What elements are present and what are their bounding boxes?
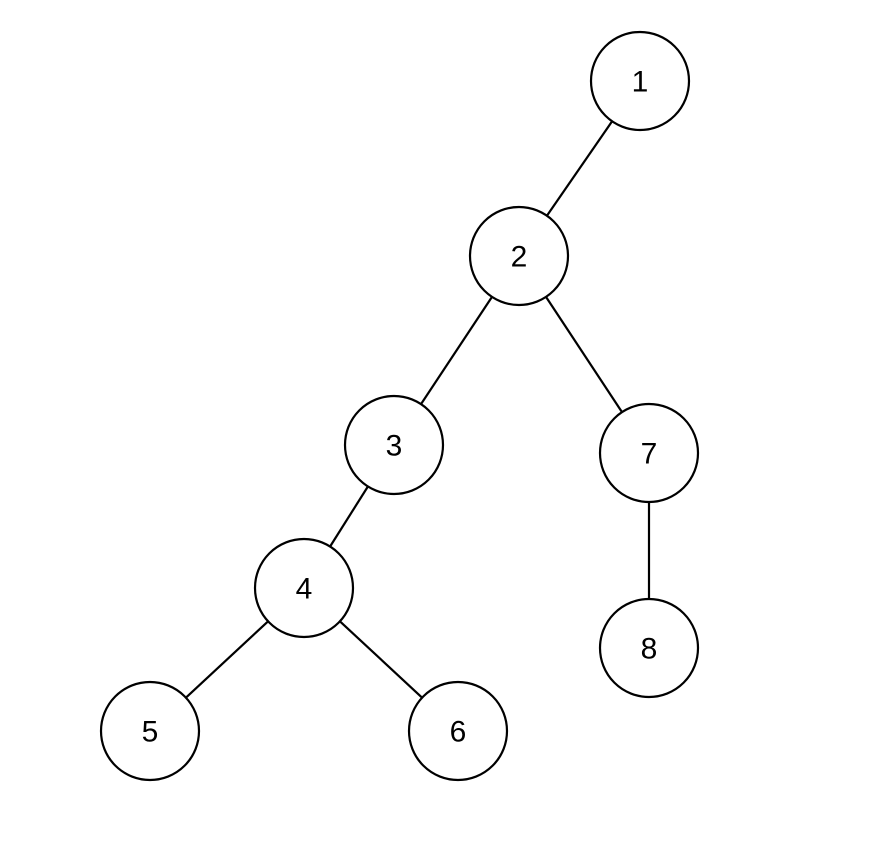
- edges-layer: [185, 120, 651, 699]
- tree-node-7: 7: [598, 402, 700, 504]
- node-circle-5: [99, 680, 201, 782]
- node-circle-3: [343, 394, 445, 496]
- tree-node-3: 3: [343, 394, 445, 496]
- node-label-1: 1: [632, 66, 649, 99]
- tree-node-5: 5: [99, 680, 201, 782]
- node-circle-8: [598, 597, 700, 699]
- node-circle-6: [407, 680, 509, 782]
- edge-1-2: [545, 120, 614, 217]
- tree-node-2: 2: [468, 205, 570, 307]
- nodes-layer: 1 2 3 4 5 6 7 8: [99, 30, 700, 782]
- node-label-8: 8: [641, 633, 658, 666]
- node-label-5: 5: [142, 716, 159, 749]
- node-label-4: 4: [296, 573, 313, 606]
- tree-node-8: 8: [598, 597, 700, 699]
- tree-node-4: 4: [253, 537, 355, 639]
- node-label-6: 6: [450, 716, 467, 749]
- edge-3-4: [329, 485, 369, 548]
- node-label-2: 2: [511, 241, 528, 274]
- edge-4-6: [339, 620, 423, 699]
- node-circle-4: [253, 537, 355, 639]
- tree-node-1: 1: [589, 30, 691, 132]
- node-circle-2: [468, 205, 570, 307]
- tree-node-6: 6: [407, 680, 509, 782]
- edge-2-7: [545, 296, 623, 413]
- node-circle-1: [589, 30, 691, 132]
- node-label-7: 7: [641, 438, 658, 471]
- edge-4-5: [185, 620, 269, 699]
- node-label-3: 3: [386, 430, 403, 463]
- edge-2-3: [420, 296, 493, 405]
- node-circle-7: [598, 402, 700, 504]
